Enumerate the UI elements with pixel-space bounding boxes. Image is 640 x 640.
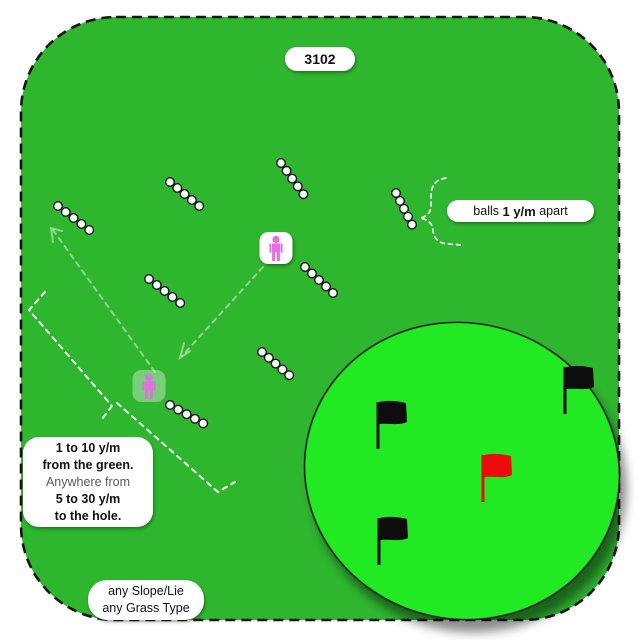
golfer-station bbox=[132, 370, 166, 402]
surface-line: any Slope/Lie bbox=[108, 584, 184, 598]
golf-ball-icon bbox=[84, 224, 95, 235]
distance-info-box: 1 to 10 y/m from the green. Anywhere fro… bbox=[23, 437, 153, 527]
ball-row bbox=[391, 187, 418, 230]
info-line: 1 to 10 y/m bbox=[55, 440, 121, 455]
black-flag-icon bbox=[376, 400, 407, 449]
golf-ball-icon bbox=[60, 206, 71, 217]
red-flag-icon bbox=[481, 453, 512, 502]
golf-ball-icon bbox=[307, 268, 318, 279]
black-flag-icon bbox=[377, 516, 408, 565]
golf-ball-icon bbox=[407, 219, 418, 230]
ball-spacing-label: balls 1 y/m apart bbox=[447, 200, 594, 222]
drill-number: 3102 bbox=[304, 51, 336, 67]
golf-ball-icon bbox=[172, 182, 183, 193]
golf-ball-icon bbox=[151, 280, 162, 291]
golf-ball-icon bbox=[395, 195, 406, 206]
flag-pole bbox=[377, 518, 381, 565]
ball-rows bbox=[53, 157, 418, 429]
balls-spacing-brace bbox=[419, 177, 463, 246]
golf-ball-icon bbox=[399, 203, 410, 214]
golf-ball-icon bbox=[391, 187, 402, 198]
info-line: from the green. bbox=[42, 457, 134, 472]
ball-row bbox=[53, 200, 95, 235]
ball-row bbox=[143, 274, 186, 309]
golf-ball-icon bbox=[284, 370, 295, 381]
black-flag-icon bbox=[563, 365, 594, 414]
golf-ball-icon bbox=[173, 404, 184, 415]
golf-ball-icon bbox=[328, 288, 339, 299]
golf-ball-icon bbox=[298, 189, 309, 200]
golf-ball-icon bbox=[167, 292, 178, 303]
flag-cloth bbox=[380, 516, 408, 541]
ball-row bbox=[300, 262, 339, 299]
golfer-icon bbox=[142, 373, 156, 399]
golf-ball-icon bbox=[198, 418, 209, 429]
golf-ball-icon bbox=[186, 194, 197, 205]
golf-ball-icon bbox=[281, 165, 292, 176]
surface-conditions-label: any Slope/Lie any Grass Type bbox=[88, 580, 204, 620]
ball-spacing-text: balls bbox=[473, 204, 503, 218]
surface-line: any Grass Type bbox=[102, 601, 190, 615]
ball-row bbox=[257, 347, 295, 381]
golf-ball-icon bbox=[321, 281, 332, 292]
golf-ball-icon bbox=[263, 352, 274, 363]
golf-ball-icon bbox=[164, 400, 175, 411]
ball-row bbox=[276, 157, 309, 200]
golf-ball-icon bbox=[403, 211, 414, 222]
ball-row bbox=[164, 176, 205, 211]
flag-cloth bbox=[566, 365, 594, 390]
info-line: 5 to 30 y/m bbox=[55, 491, 121, 506]
walk-arrow-up-left bbox=[49, 226, 156, 373]
golf-ball-icon bbox=[164, 176, 175, 187]
putting-green bbox=[303, 321, 621, 621]
golf-ball-icon bbox=[287, 173, 298, 184]
golf-ball-icon bbox=[159, 286, 170, 297]
hole-flags bbox=[376, 365, 594, 565]
flag-cloth bbox=[379, 400, 407, 425]
golfer-icon bbox=[269, 235, 283, 261]
ball-spacing-value: 1 y/m bbox=[502, 203, 536, 219]
golf-ball-icon bbox=[76, 218, 87, 229]
golf-ball-icon bbox=[143, 274, 154, 285]
drill-number-badge: 3102 bbox=[285, 47, 355, 71]
golf-ball-icon bbox=[194, 200, 205, 211]
golf-ball-icon bbox=[277, 364, 288, 375]
golf-ball-icon bbox=[189, 413, 200, 424]
golf-ball-icon bbox=[179, 188, 190, 199]
flag-pole bbox=[376, 402, 380, 449]
golfers bbox=[132, 232, 293, 402]
golf-ball-icon bbox=[181, 409, 192, 420]
walking-path bbox=[27, 291, 236, 494]
golf-ball-icon bbox=[314, 275, 325, 286]
golf-ball-icon bbox=[292, 181, 303, 192]
walk-arrow-down-left bbox=[178, 266, 264, 361]
flag-pole bbox=[563, 367, 567, 414]
flag-cloth bbox=[484, 453, 512, 478]
info-line: to the hole. bbox=[54, 508, 122, 523]
ball-row bbox=[164, 400, 209, 429]
golf-ball-icon bbox=[276, 157, 287, 168]
golf-ball-icon bbox=[68, 212, 79, 223]
golf-ball-icon bbox=[257, 347, 268, 358]
ball-spacing-text: apart bbox=[535, 204, 568, 218]
info-line: Anywhere from bbox=[45, 474, 131, 489]
flag-pole bbox=[481, 455, 485, 502]
golfer-station bbox=[259, 232, 293, 264]
golf-ball-icon bbox=[270, 358, 281, 369]
golf-ball-icon bbox=[300, 262, 311, 273]
golf-ball-icon bbox=[175, 298, 186, 309]
golf-ball-icon bbox=[53, 200, 64, 211]
